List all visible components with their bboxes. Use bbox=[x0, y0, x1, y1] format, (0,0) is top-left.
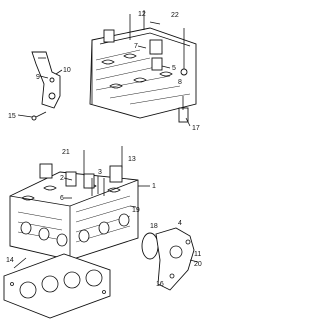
callout-9: 9 bbox=[36, 74, 40, 81]
callout-18: 18 bbox=[150, 223, 158, 230]
callout-5: 5 bbox=[172, 65, 176, 72]
callout-19: 19 bbox=[132, 207, 140, 214]
callout-8: 8 bbox=[178, 79, 182, 86]
head-gasket bbox=[3, 253, 111, 319]
callout-6: 6 bbox=[60, 195, 64, 202]
callout-21: 21 bbox=[62, 149, 70, 156]
callout-13: 13 bbox=[128, 156, 136, 163]
callout-7: 7 bbox=[134, 43, 138, 50]
callouts: 12 22 7 9 5 10 8 15 17 21 13 2 6 19 1 14… bbox=[6, 11, 202, 288]
callout-12: 12 bbox=[138, 11, 146, 18]
bracket-assembly bbox=[31, 51, 61, 121]
callout-17: 17 bbox=[192, 125, 200, 132]
parts-diagram: 12 22 7 9 5 10 8 15 17 21 13 2 6 19 1 14… bbox=[3, 10, 202, 319]
callout-10: 10 bbox=[63, 67, 71, 74]
cylinder-head bbox=[9, 146, 139, 269]
callout-20: 20 bbox=[194, 261, 202, 268]
callout-11: 11 bbox=[194, 251, 201, 258]
callout-15: 15 bbox=[8, 113, 16, 120]
callout-14: 14 bbox=[6, 257, 14, 264]
callout-1: 1 bbox=[152, 183, 156, 190]
callout-16: 16 bbox=[156, 281, 164, 288]
callout-22: 22 bbox=[171, 12, 179, 19]
upper-head-assembly bbox=[89, 10, 197, 123]
thermostat-housing bbox=[141, 227, 199, 291]
callout-2: 2 bbox=[60, 175, 64, 182]
leader-lines bbox=[17, 21, 191, 208]
exploded-view-svg: 12 22 7 9 5 10 8 15 17 21 13 2 6 19 1 14… bbox=[3, 10, 202, 319]
callout-4: 4 bbox=[178, 220, 182, 227]
callout-3: 3 bbox=[98, 169, 102, 176]
